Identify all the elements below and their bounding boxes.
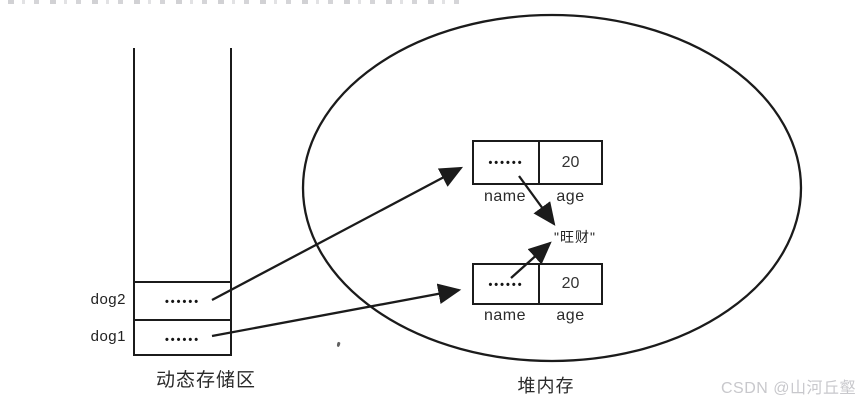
name-pointer-dots-lower: ••••••: [488, 278, 524, 291]
cropped-text-remnant: [8, 0, 466, 4]
shared-string-literal: "旺财": [554, 229, 596, 245]
field-labels-upper: name age: [472, 188, 603, 206]
heap-object-upper: •••••• 20: [472, 140, 603, 185]
field-labels-lower: name age: [472, 307, 603, 325]
stack-row-dog1: ••••••: [133, 319, 232, 357]
age-field-label-upper: age: [556, 188, 585, 205]
heap-object-lower: •••••• 20: [472, 263, 603, 305]
name-field-label-lower: name: [483, 307, 527, 324]
pointer-dots-dog2: ••••••: [164, 295, 201, 308]
pointer-dots-dog1: ••••••: [164, 333, 201, 346]
age-value-cell-lower: 20: [561, 275, 580, 292]
variable-label-dog1: dog1: [90, 328, 126, 345]
name-pointer-dots-upper: ••••••: [488, 157, 524, 169]
name-field-label-upper: name: [483, 188, 527, 205]
name-value-cell-upper: ••••••: [474, 142, 540, 183]
variable-label-dog2: dog2: [90, 291, 126, 308]
reference-arrow-dog1: [211, 283, 462, 338]
name-value-cell-lower: ••••••: [474, 265, 540, 303]
stack-caption: 动态存储区: [155, 370, 256, 391]
heap-caption: 堆内存: [517, 376, 575, 396]
age-field-label-lower: age: [556, 307, 585, 324]
reference-arrow-dog2: [211, 166, 464, 302]
stack-row-dog2: ••••••: [133, 281, 232, 319]
heap-ellipse: [301, 13, 803, 363]
name-to-string-arrow-lower: [510, 241, 552, 279]
stack-column: [133, 48, 232, 356]
csdn-watermark: CSDN @山河丘壑: [720, 380, 856, 397]
age-value-cell-upper: 20: [561, 153, 580, 171]
